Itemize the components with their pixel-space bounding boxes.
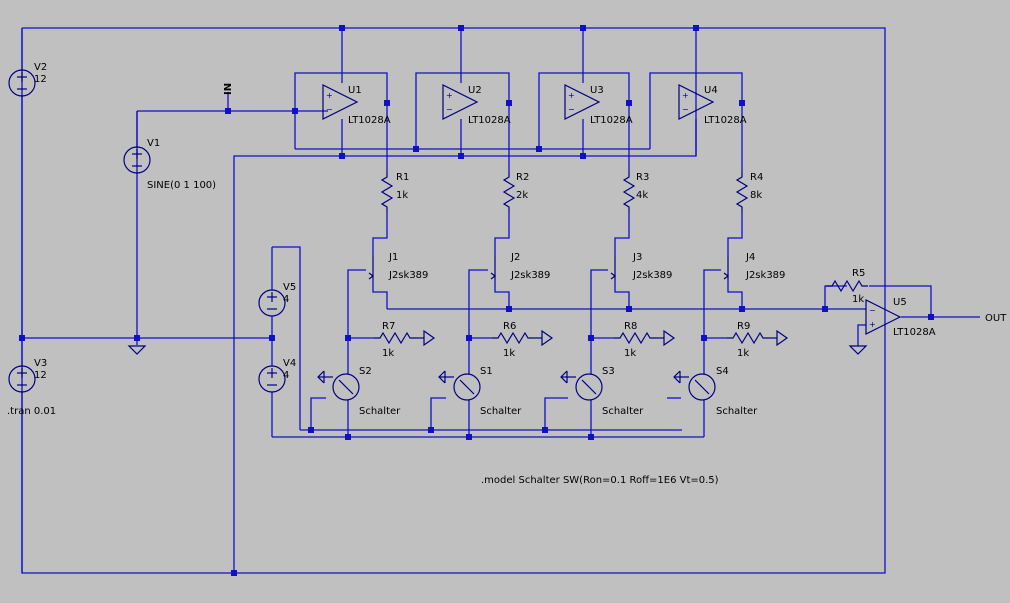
label-j4-name: J4 [745, 252, 755, 263]
label-j4-model: J2sk389 [745, 270, 785, 281]
resistor-r6[interactable] [491, 332, 535, 344]
label-r4-name: R4 [750, 172, 763, 183]
label-r6-name: R6 [503, 321, 516, 332]
label-u1-model: LT1028A [348, 115, 391, 126]
label-v3-value: 12 [34, 370, 47, 381]
label-r7-value: 1k [382, 348, 394, 359]
label-s3-name: S3 [602, 366, 615, 377]
label-s4-model: Schalter [716, 406, 758, 417]
ground-u5 [849, 345, 867, 355]
jfet-j4[interactable] [723, 255, 729, 281]
label-j3-model: J2sk389 [632, 270, 672, 281]
label-r2-name: R2 [516, 172, 529, 183]
label-r3-value: 4k [636, 190, 648, 201]
label-u1-name: U1 [348, 85, 362, 96]
label-v3-name: V3 [34, 358, 47, 369]
label-j2-model: J2sk389 [510, 270, 550, 281]
label-r1-name: R1 [396, 172, 409, 183]
switch-s2[interactable] [317, 370, 360, 401]
resistor-r3[interactable] [623, 170, 635, 214]
directive-tran: .tran 0.01 [7, 406, 56, 417]
resistor-r4[interactable] [736, 170, 748, 214]
label-u5-model: LT1028A [893, 327, 936, 338]
label-s4-name: S4 [716, 366, 729, 377]
switch-s4[interactable] [673, 370, 716, 401]
label-r3-name: R3 [636, 172, 649, 183]
vsource-v5[interactable] [258, 289, 286, 317]
label-v5-value: 4 [283, 294, 289, 305]
resistor-r1[interactable] [381, 170, 393, 214]
label-r4-value: 8k [750, 190, 762, 201]
label-v2-value: 12 [34, 74, 47, 85]
arrow-r7 [416, 330, 435, 346]
net-label-out: OUT [985, 313, 1007, 324]
net-label-in: IN [223, 83, 234, 95]
label-v1-value: SINE(0 1 100) [147, 180, 216, 191]
resistor-r2[interactable] [503, 170, 515, 214]
label-r2-value: 2k [516, 190, 528, 201]
junction-dots [19, 25, 934, 576]
label-j1-name: J1 [388, 252, 398, 263]
label-r9-value: 1k [737, 348, 749, 359]
wires [21, 27, 980, 574]
label-s2-model: Schalter [359, 406, 401, 417]
switch-s3[interactable] [560, 370, 603, 401]
label-s3-model: Schalter [602, 406, 644, 417]
resistor-r8[interactable] [613, 332, 657, 344]
jfet-j3[interactable] [610, 255, 616, 281]
label-j3-name: J3 [632, 252, 642, 263]
switch-s1[interactable] [438, 370, 481, 401]
resistor-r9[interactable] [726, 332, 770, 344]
label-r7-name: R7 [382, 321, 395, 332]
jfet-j1[interactable] [368, 255, 374, 281]
label-v4-value: 4 [283, 370, 289, 381]
label-r1-value: 1k [396, 190, 408, 201]
label-r6-value: 1k [503, 348, 515, 359]
arrow-r6 [534, 330, 553, 346]
label-s1-name: S1 [480, 366, 493, 377]
label-r5-name: R5 [852, 268, 865, 279]
directive-model: .model Schalter SW(Ron=0.1 Roff=1E6 Vt=0… [481, 475, 719, 486]
jfet-j2[interactable] [490, 255, 496, 281]
label-u3-model: LT1028A [590, 115, 633, 126]
label-u2-model: LT1028A [468, 115, 511, 126]
label-v1-name: V1 [147, 138, 160, 149]
labels: IN OUT U1 LT1028A U2 LT1028A U3 LT1028A … [7, 62, 1007, 486]
arrow-r9 [769, 330, 788, 346]
label-v4-name: V4 [283, 358, 296, 369]
label-r5-value: 1k [852, 294, 864, 305]
label-u2-name: U2 [468, 85, 482, 96]
label-v2-name: V2 [34, 62, 47, 73]
arrow-r8 [656, 330, 675, 346]
label-r8-name: R8 [624, 321, 637, 332]
label-u3-name: U3 [590, 85, 604, 96]
label-r8-value: 1k [624, 348, 636, 359]
resistor-r7[interactable] [373, 332, 417, 344]
label-v5-name: V5 [283, 282, 296, 293]
label-u4-model: LT1028A [704, 115, 747, 126]
label-j1-model: J2sk389 [388, 270, 428, 281]
vsource-v4[interactable] [258, 365, 286, 393]
label-r9-name: R9 [737, 321, 750, 332]
label-u4-name: U4 [704, 85, 718, 96]
ground-v1 [128, 345, 146, 355]
label-s2-name: S2 [359, 366, 372, 377]
label-s1-model: Schalter [480, 406, 522, 417]
label-j2-name: J2 [510, 252, 520, 263]
label-u5-name: U5 [893, 297, 907, 308]
